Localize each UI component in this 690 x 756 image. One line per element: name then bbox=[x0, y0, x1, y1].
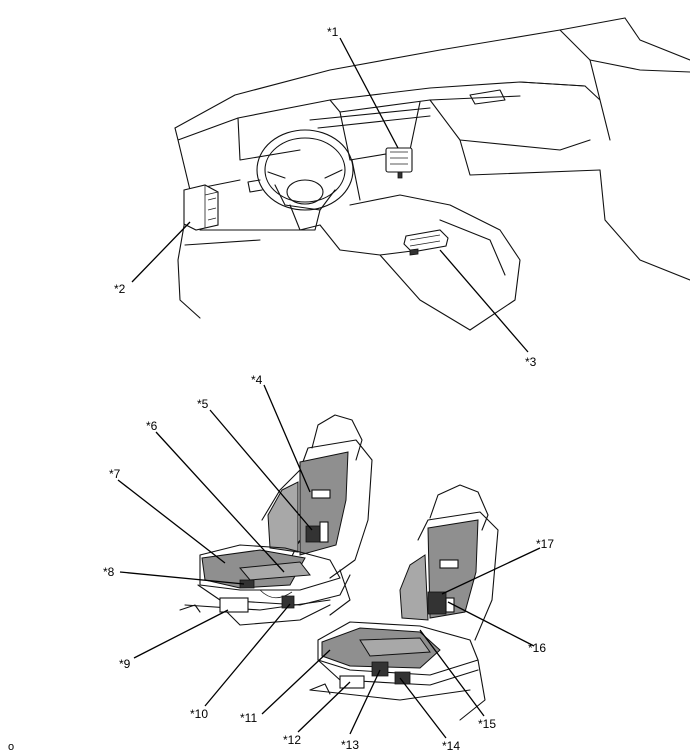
corner-mark: o bbox=[8, 741, 14, 753]
part-1-ecu bbox=[385, 147, 413, 179]
callout-5: *5 bbox=[197, 397, 209, 411]
callout-13: *13 bbox=[341, 738, 359, 752]
right-seat-illustration bbox=[309, 484, 499, 721]
callout-12: *12 bbox=[283, 733, 301, 747]
callout-9: *9 bbox=[119, 657, 131, 671]
callout-7: *7 bbox=[109, 467, 121, 481]
part-2-ecu bbox=[183, 184, 219, 231]
dashboard-illustration bbox=[174, 17, 690, 331]
part-3-module bbox=[403, 229, 449, 256]
callout-11: *11 bbox=[240, 711, 257, 725]
callout-14: *14 bbox=[442, 739, 460, 753]
callout-1: *1 bbox=[327, 25, 339, 39]
callout-labels: *1 *2 *3 *4 *5 *6 *7 *8 *9 *10 *11 *12 *… bbox=[8, 25, 554, 753]
callout-8: *8 bbox=[103, 565, 115, 579]
part-5-sensor bbox=[305, 521, 329, 543]
callout-3: *3 bbox=[525, 355, 537, 369]
leader-lines bbox=[117, 37, 541, 739]
callout-4: *4 bbox=[251, 373, 263, 387]
callout-15: *15 bbox=[478, 717, 496, 731]
callout-2: *2 bbox=[114, 282, 126, 296]
callout-16: *16 bbox=[528, 641, 546, 655]
callout-10: *10 bbox=[190, 707, 208, 721]
callout-17: *17 bbox=[536, 537, 554, 551]
left-seat-illustration bbox=[179, 414, 373, 626]
part-16-ecu bbox=[427, 591, 455, 615]
callout-6: *6 bbox=[146, 419, 158, 433]
